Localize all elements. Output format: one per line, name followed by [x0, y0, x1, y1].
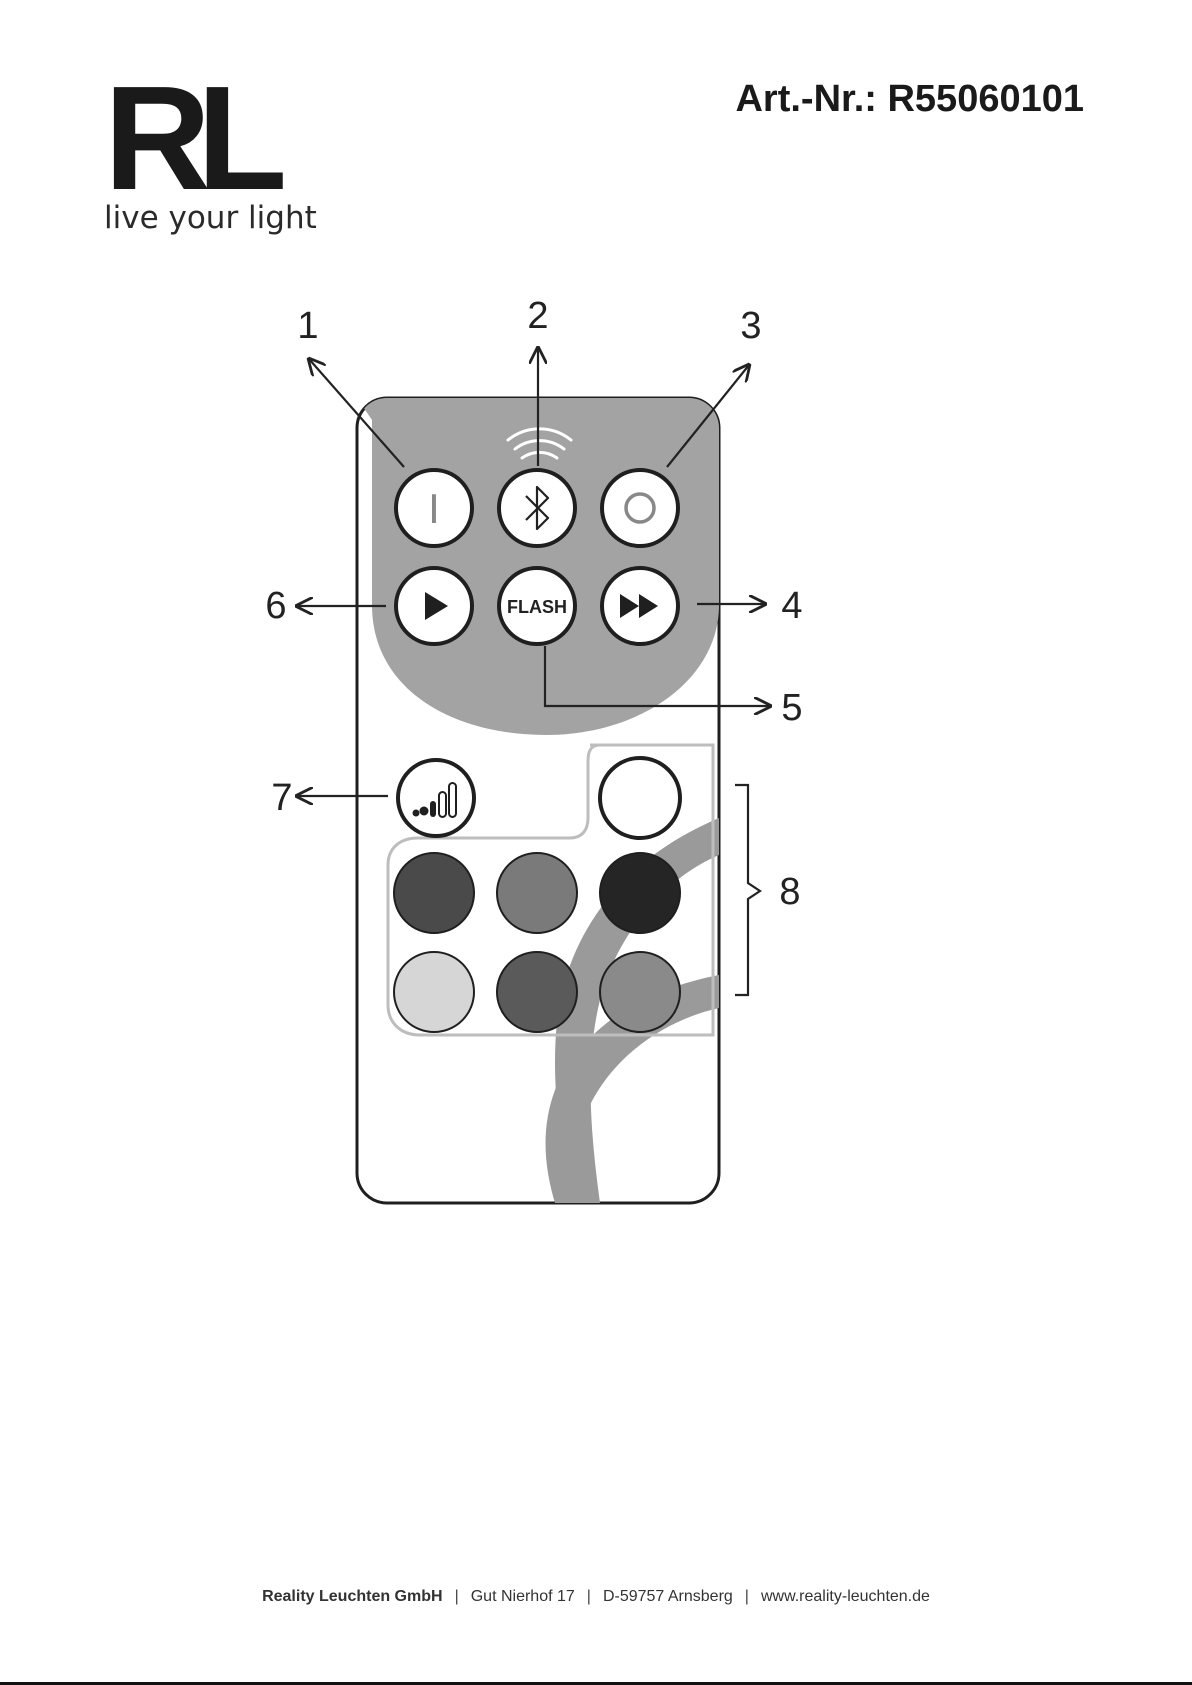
- fast-forward-button[interactable]: [602, 568, 678, 644]
- play-button[interactable]: [396, 568, 472, 644]
- callout-number-3: 3: [740, 305, 761, 347]
- callout-number-7: 7: [271, 777, 292, 819]
- callout-number-6: 6: [265, 585, 286, 627]
- color-button-5[interactable]: [394, 952, 474, 1032]
- footer: Reality Leuchten GmbH|Gut Nierhof 17|D-5…: [0, 1588, 1192, 1606]
- callout-number-8: 8: [779, 871, 800, 913]
- brightness-button[interactable]: [398, 760, 474, 836]
- footer-separator: |: [449, 1588, 465, 1605]
- color-button-3[interactable]: [497, 853, 577, 933]
- bluetooth-button[interactable]: [499, 470, 575, 546]
- footer-city: D-59757 Arnsberg: [597, 1588, 739, 1605]
- color-button-4[interactable]: [600, 853, 680, 933]
- flash-button-label: FLASH: [507, 597, 567, 617]
- color-button-7[interactable]: [600, 952, 680, 1032]
- callout-number-4: 4: [781, 585, 802, 627]
- footer-separator: |: [581, 1588, 597, 1605]
- color-button-1[interactable]: [600, 758, 680, 838]
- footer-street: Gut Nierhof 17: [465, 1588, 581, 1605]
- color-button-6[interactable]: [497, 952, 577, 1032]
- flash-button[interactable]: FLASH: [499, 568, 575, 644]
- off-button[interactable]: [602, 470, 678, 546]
- footer-separator: |: [739, 1588, 755, 1605]
- on-button[interactable]: I: [396, 470, 472, 546]
- callout-number-2: 2: [527, 295, 548, 337]
- color-button-2[interactable]: [394, 853, 474, 933]
- callout-number-5: 5: [781, 687, 802, 729]
- footer-company: Reality Leuchten GmbH: [256, 1588, 448, 1605]
- on-button-label: I: [428, 485, 440, 532]
- callout-number-1: 1: [297, 305, 318, 347]
- footer-website[interactable]: www.reality-leuchten.de: [755, 1588, 936, 1605]
- callout-bracket-8: [735, 785, 760, 995]
